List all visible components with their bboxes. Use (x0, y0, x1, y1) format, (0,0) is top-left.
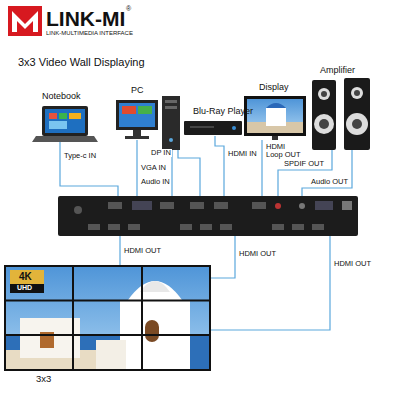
device-label: Amplifier (320, 66, 358, 77)
port-label: HDMI OUT (333, 260, 372, 268)
device-name: PC (131, 86, 146, 96)
logo-mark (8, 6, 42, 36)
device-name: Notebook (42, 92, 83, 102)
device-name: 3x3 (36, 374, 54, 384)
badge-uhd (10, 284, 44, 293)
video-wall (5, 266, 210, 370)
device-label: Notebook (42, 92, 83, 103)
brand-tagline: LINK-MULTIMEDIA INTERFACE (46, 30, 133, 37)
device-name: Amplifier (320, 66, 358, 76)
pc-illustration (116, 96, 180, 150)
device-label: Display (259, 83, 291, 94)
speaker-illustration (312, 78, 370, 150)
bluray-illustration (184, 121, 242, 135)
port-label: Audio OUT (310, 178, 349, 186)
port-label: Type-c IN (63, 152, 97, 160)
device-label: Blu-Ray Player (193, 107, 256, 118)
badge-4k (10, 270, 44, 284)
port-label: HDMI OUT (123, 247, 162, 255)
wall-grid (5, 266, 210, 370)
badge-text: 4K (19, 271, 32, 282)
notebook-illustration (32, 106, 98, 142)
device-label: 3x3 (36, 374, 54, 386)
device-name: Display (259, 83, 291, 93)
device-label: PC (131, 86, 146, 97)
port-label: SPDIF OUT (283, 160, 325, 168)
port-label: HDMI Loop OUT (265, 143, 303, 160)
port-label: HDMI OUT (238, 250, 277, 258)
display-illustration (244, 96, 306, 140)
port-label: HDMI IN (227, 150, 258, 158)
diagram-title: 3x3 Video Wall Displaying (18, 56, 145, 68)
port-label: VGA IN (140, 164, 167, 172)
port-label: DP IN (150, 149, 172, 157)
registered-mark: ® (126, 5, 131, 13)
controller-box (58, 196, 358, 236)
port-label: Audio IN (140, 178, 171, 186)
brand-name: LINK-MI (46, 7, 125, 30)
device-name: Blu-Ray Player (193, 107, 256, 117)
badge-text: UHD (17, 284, 32, 292)
